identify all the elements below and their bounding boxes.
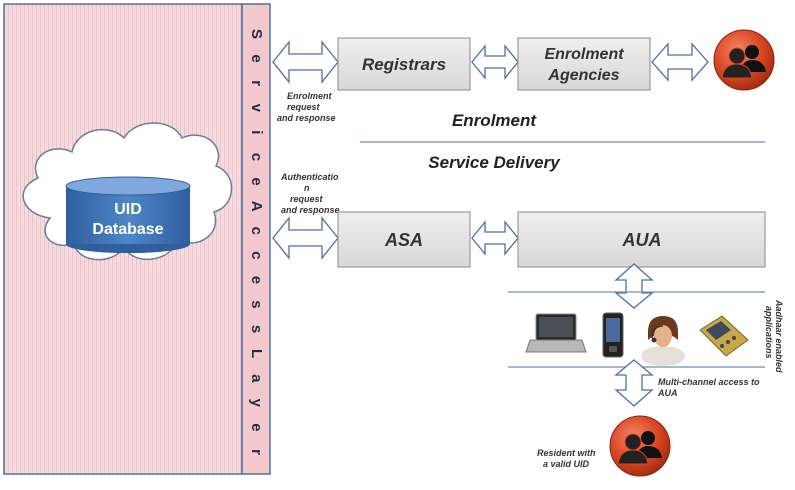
aua-box — [517, 211, 766, 268]
service-access-layer-letter: r — [248, 449, 265, 455]
service-access-layer-bar — [241, 3, 271, 475]
service-access-layer-letter: c — [248, 251, 265, 259]
double-arrow-sal-asa — [272, 216, 339, 260]
service-delivery-section-title: Service Delivery — [428, 153, 561, 172]
registrars-label: Registrars — [362, 55, 446, 74]
auth-request-line2: n — [304, 183, 310, 193]
database-label-line2: Database — [92, 221, 163, 238]
service-access-layer-letter: r — [248, 80, 265, 86]
double-arrow-asa-aua — [471, 220, 519, 256]
mobile-phone-icon — [602, 312, 624, 358]
multichannel-line1: Multi-channel access to — [658, 377, 760, 387]
service-access-layer-letter: c — [248, 153, 265, 161]
authentication-request-label: Authenticatio n request and response — [280, 172, 340, 215]
top-flow: Registrars Enrolment Agencies Enrolment … — [272, 29, 775, 130]
double-arrow-sal-registrars — [272, 40, 339, 84]
service-access-layer-letter: e — [248, 54, 265, 62]
service-access-layer-letter: a — [248, 374, 265, 383]
enrolment-agencies-label-line1: Enrolment — [544, 46, 624, 63]
apps-label-line2: applications — [764, 306, 774, 359]
apps-label-line1: Aadhaar enabled — [774, 299, 784, 373]
users-icon — [713, 29, 775, 91]
uid-database-cylinder: UID Database — [65, 176, 191, 253]
service-access-layer-letter: s — [248, 325, 265, 333]
enrolment-request-line3: and response — [277, 113, 336, 123]
handheld-device-icon — [699, 315, 749, 357]
multichannel-label: Multi-channel access to AUA — [657, 377, 760, 398]
service-access-layer-letter: c — [248, 227, 265, 235]
service-access-layer-letter: e — [248, 276, 265, 284]
bottom-flow: Service Delivery Authenticatio n request… — [272, 153, 784, 477]
service-access-layer-letter: i — [248, 130, 265, 134]
service-access-layer-letter: s — [248, 300, 265, 308]
resident-label-line2: a valid UID — [543, 459, 590, 469]
auth-request-line1: Authenticatio — [280, 172, 339, 182]
resident-users-icon — [609, 415, 671, 477]
service-access-layer-letter: L — [248, 349, 265, 358]
resident-label: Resident with a valid UID — [537, 448, 596, 469]
service-access-layer-letter: A — [248, 201, 265, 212]
aadhaar-apps-label: Aadhaar enabled applications — [764, 299, 784, 373]
service-access-layer-letter: v — [248, 104, 265, 113]
database-label-line1: UID — [114, 201, 142, 218]
enrolment-request-label: Enrolment request and response — [277, 91, 336, 123]
service-access-layer-letter: e — [248, 177, 265, 185]
vertical-double-arrow-apps-resident — [614, 359, 654, 407]
aua-label: AUA — [622, 230, 662, 250]
double-arrow-agencies-users — [651, 42, 709, 82]
vertical-double-arrow-aua-apps — [614, 263, 654, 309]
service-access-layer-letter: e — [248, 423, 265, 431]
asa-label: ASA — [384, 230, 423, 250]
enrolment-section-title: Enrolment — [452, 111, 537, 130]
enrolment-agencies-box — [517, 37, 651, 91]
multichannel-line2: AUA — [657, 388, 678, 398]
service-access-layer-letter: S — [248, 29, 265, 39]
auth-request-line4: and response — [281, 205, 340, 215]
resident-label-line1: Resident with — [537, 448, 596, 458]
auth-request-line3: request — [290, 194, 324, 204]
service-access-layer-letter: y — [248, 399, 265, 408]
asa-box — [337, 211, 471, 268]
registrars-box — [337, 37, 471, 91]
enrolment-agencies-label-line2: Agencies — [547, 67, 619, 84]
enrolment-request-line2: request — [287, 102, 321, 112]
enrolment-request-line1: Enrolment — [287, 91, 333, 101]
call-center-agent-icon — [641, 316, 685, 366]
double-arrow-registrars-agencies — [471, 44, 519, 80]
laptop-icon — [525, 313, 587, 353]
